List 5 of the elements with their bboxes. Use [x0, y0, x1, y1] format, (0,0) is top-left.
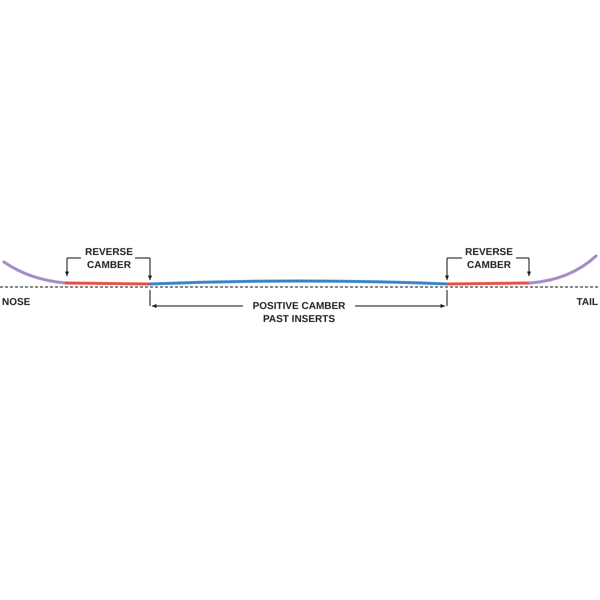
zone-label: REVERSE CAMBER: [84, 246, 134, 272]
end-label: TAIL: [576, 296, 598, 309]
zone-label: REVERSE CAMBER: [464, 246, 514, 272]
zone-label: POSITIVE CAMBER PAST INSERTS: [252, 300, 346, 326]
end-label: NOSE: [2, 296, 32, 309]
